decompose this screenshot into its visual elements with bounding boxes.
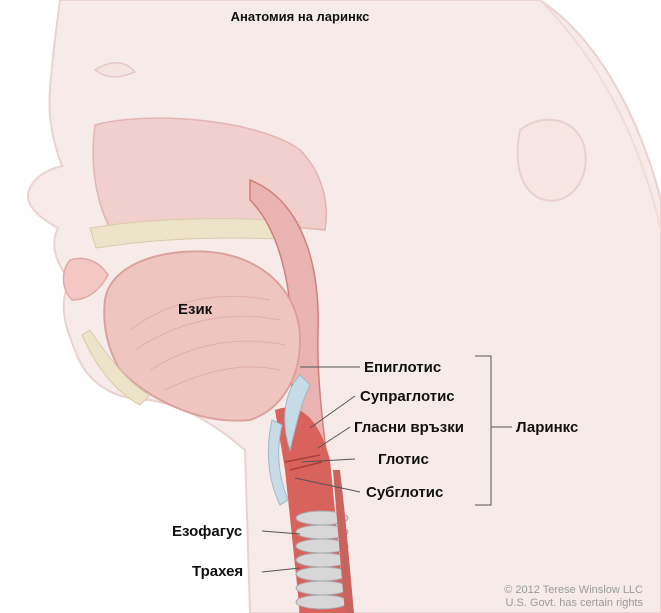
copyright-line-2: U.S. Govt. has certain rights (504, 597, 643, 610)
label-vocal-cords: Гласни връзки (354, 420, 464, 435)
copyright-notice: © 2012 Terese Winslow LLC U.S. Govt. has… (504, 584, 643, 610)
label-glottis: Глотис (378, 452, 429, 467)
label-tongue: Език (178, 302, 212, 317)
copyright-line-1: © 2012 Terese Winslow LLC (504, 584, 643, 597)
label-supraglottis: Супраглотис (360, 389, 455, 404)
ear-shape (518, 120, 586, 201)
label-subglottis: Субглотис (366, 485, 443, 500)
diagram-title: Анатомия на ларинкс (0, 10, 600, 23)
label-epiglottis: Епиглотис (364, 360, 441, 375)
label-larynx: Ларинкс (516, 420, 578, 435)
label-esophagus: Езофагус (172, 524, 242, 539)
label-trachea: Трахея (192, 564, 243, 579)
